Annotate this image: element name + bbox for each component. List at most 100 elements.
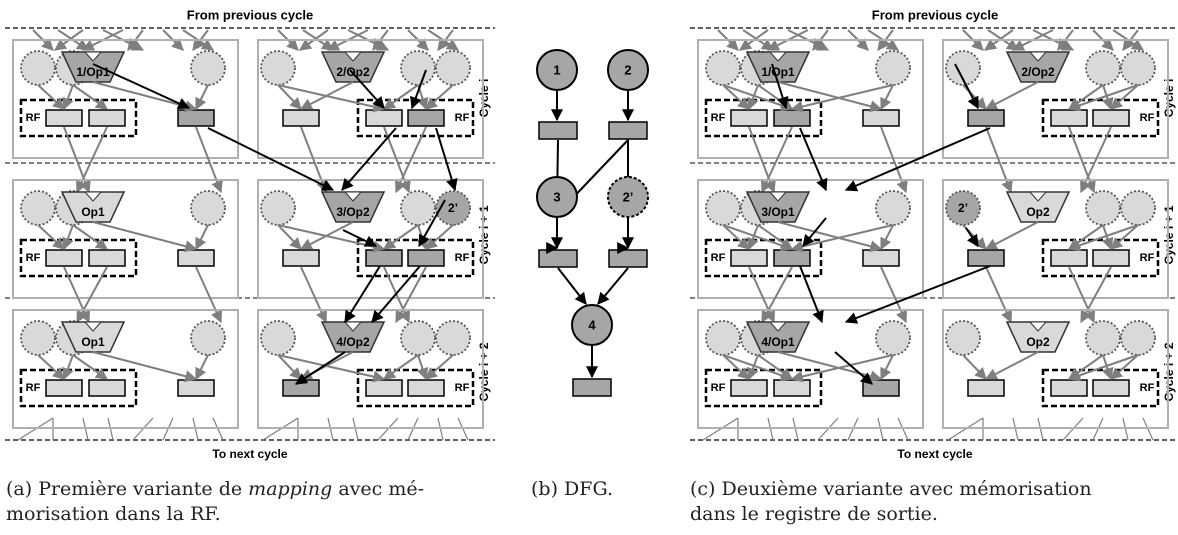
grey-wire — [880, 84, 894, 111]
grey-wire — [1067, 354, 1139, 382]
rf-box — [19, 368, 138, 408]
grey-wire — [880, 126, 908, 194]
caption-c: (c) Deuxième variante avec mémorisation … — [690, 477, 1178, 527]
fu-circle — [705, 190, 741, 226]
rf-label: RF — [455, 252, 470, 264]
grey-wire — [195, 354, 209, 381]
grey-wire — [757, 224, 793, 250]
rf-box — [19, 98, 138, 138]
grey-wire — [984, 221, 1039, 250]
fu-circle — [20, 50, 56, 86]
grey-wire — [195, 266, 222, 324]
grey-wire — [300, 266, 327, 324]
node-2prime-label: 2’ — [958, 201, 968, 215]
grey-wire — [722, 354, 750, 380]
dfg-node-2 — [607, 49, 649, 91]
grey-wire — [72, 84, 108, 110]
dark-wire — [371, 265, 421, 323]
dark-wire — [92, 63, 191, 109]
operator-shape — [1005, 51, 1071, 83]
rf-label: RF — [1140, 382, 1155, 394]
dark-wire — [418, 199, 446, 248]
operator-shape — [60, 321, 126, 353]
output-register — [862, 379, 900, 397]
node-2prime-circle — [435, 190, 471, 226]
output-register — [967, 379, 1005, 397]
rf-register — [407, 109, 445, 127]
tile-frame — [12, 309, 239, 429]
dfg-node-1 — [536, 49, 578, 91]
rf-register — [45, 379, 83, 397]
grey-wire — [92, 221, 198, 253]
dark-wire — [207, 127, 335, 191]
dfg-node-2-label: 2 — [624, 62, 631, 77]
header-text: From previous cycle — [872, 7, 998, 22]
rf-register — [1092, 249, 1130, 267]
grey-wire — [1101, 354, 1114, 381]
fu-circle — [1085, 190, 1121, 226]
grey-wire — [1110, 354, 1139, 380]
fu-circle — [1120, 190, 1156, 226]
operator-label: 2/Op2 — [1021, 65, 1055, 79]
rf-register — [45, 109, 83, 127]
output-register — [282, 249, 320, 267]
fu-circle — [875, 320, 911, 356]
operator-notch — [83, 191, 103, 202]
rf-box — [356, 368, 475, 408]
grey-wire — [1101, 84, 1114, 111]
operator-label: Op2 — [1026, 335, 1050, 349]
grey-wire — [416, 354, 429, 381]
grey-wire — [790, 84, 894, 113]
caption-a-line2: morisation dans la RF. — [6, 503, 221, 525]
operator-shape — [745, 191, 811, 223]
caption-a-italic: mapping — [248, 478, 333, 500]
dfg-register — [608, 121, 648, 140]
dark-wire — [834, 351, 873, 385]
dfg-node-4-label: 4 — [588, 317, 596, 332]
rf-label: RF — [26, 382, 41, 394]
fu-circle — [875, 50, 911, 86]
grey-wire — [277, 84, 386, 113]
output-register — [282, 379, 320, 397]
rf-register — [45, 249, 83, 267]
rf-box — [1041, 368, 1160, 408]
cycle-label: Cycle i + 2 — [477, 342, 491, 401]
grey-wire — [777, 221, 883, 253]
rf-register — [1050, 249, 1088, 267]
cycle-label: Cycle i — [477, 79, 491, 118]
operator-shape — [1005, 321, 1071, 353]
grey-wire — [277, 224, 302, 250]
operator-notch — [343, 191, 363, 202]
grey-wire — [777, 81, 883, 113]
fu-circle — [1085, 320, 1121, 356]
operator-notch — [83, 51, 103, 62]
tile-frame — [942, 179, 1169, 299]
dfg-register — [572, 378, 612, 397]
footer-text: To next cycle — [212, 447, 287, 461]
rf-register — [1050, 109, 1088, 127]
dfg-register — [538, 121, 578, 140]
operator-shape — [1005, 191, 1071, 223]
dfg-node-3-label: 3 — [553, 189, 560, 204]
operator-notch — [1028, 51, 1048, 62]
grey-wire — [299, 221, 354, 250]
output-register — [967, 109, 1005, 127]
dark-wire — [802, 217, 827, 247]
node-2prime-circle — [945, 190, 981, 226]
operator-shape — [745, 51, 811, 83]
grey-wire — [1068, 84, 1104, 110]
dfg-register — [608, 249, 648, 268]
fu-circle — [190, 320, 226, 356]
dark-wire — [557, 267, 587, 305]
grey-wire — [383, 224, 419, 250]
tile-frame — [12, 39, 239, 159]
grey-wire — [395, 126, 427, 194]
operator-notch — [768, 321, 788, 332]
output-register — [177, 249, 215, 267]
rf-register — [730, 249, 768, 267]
